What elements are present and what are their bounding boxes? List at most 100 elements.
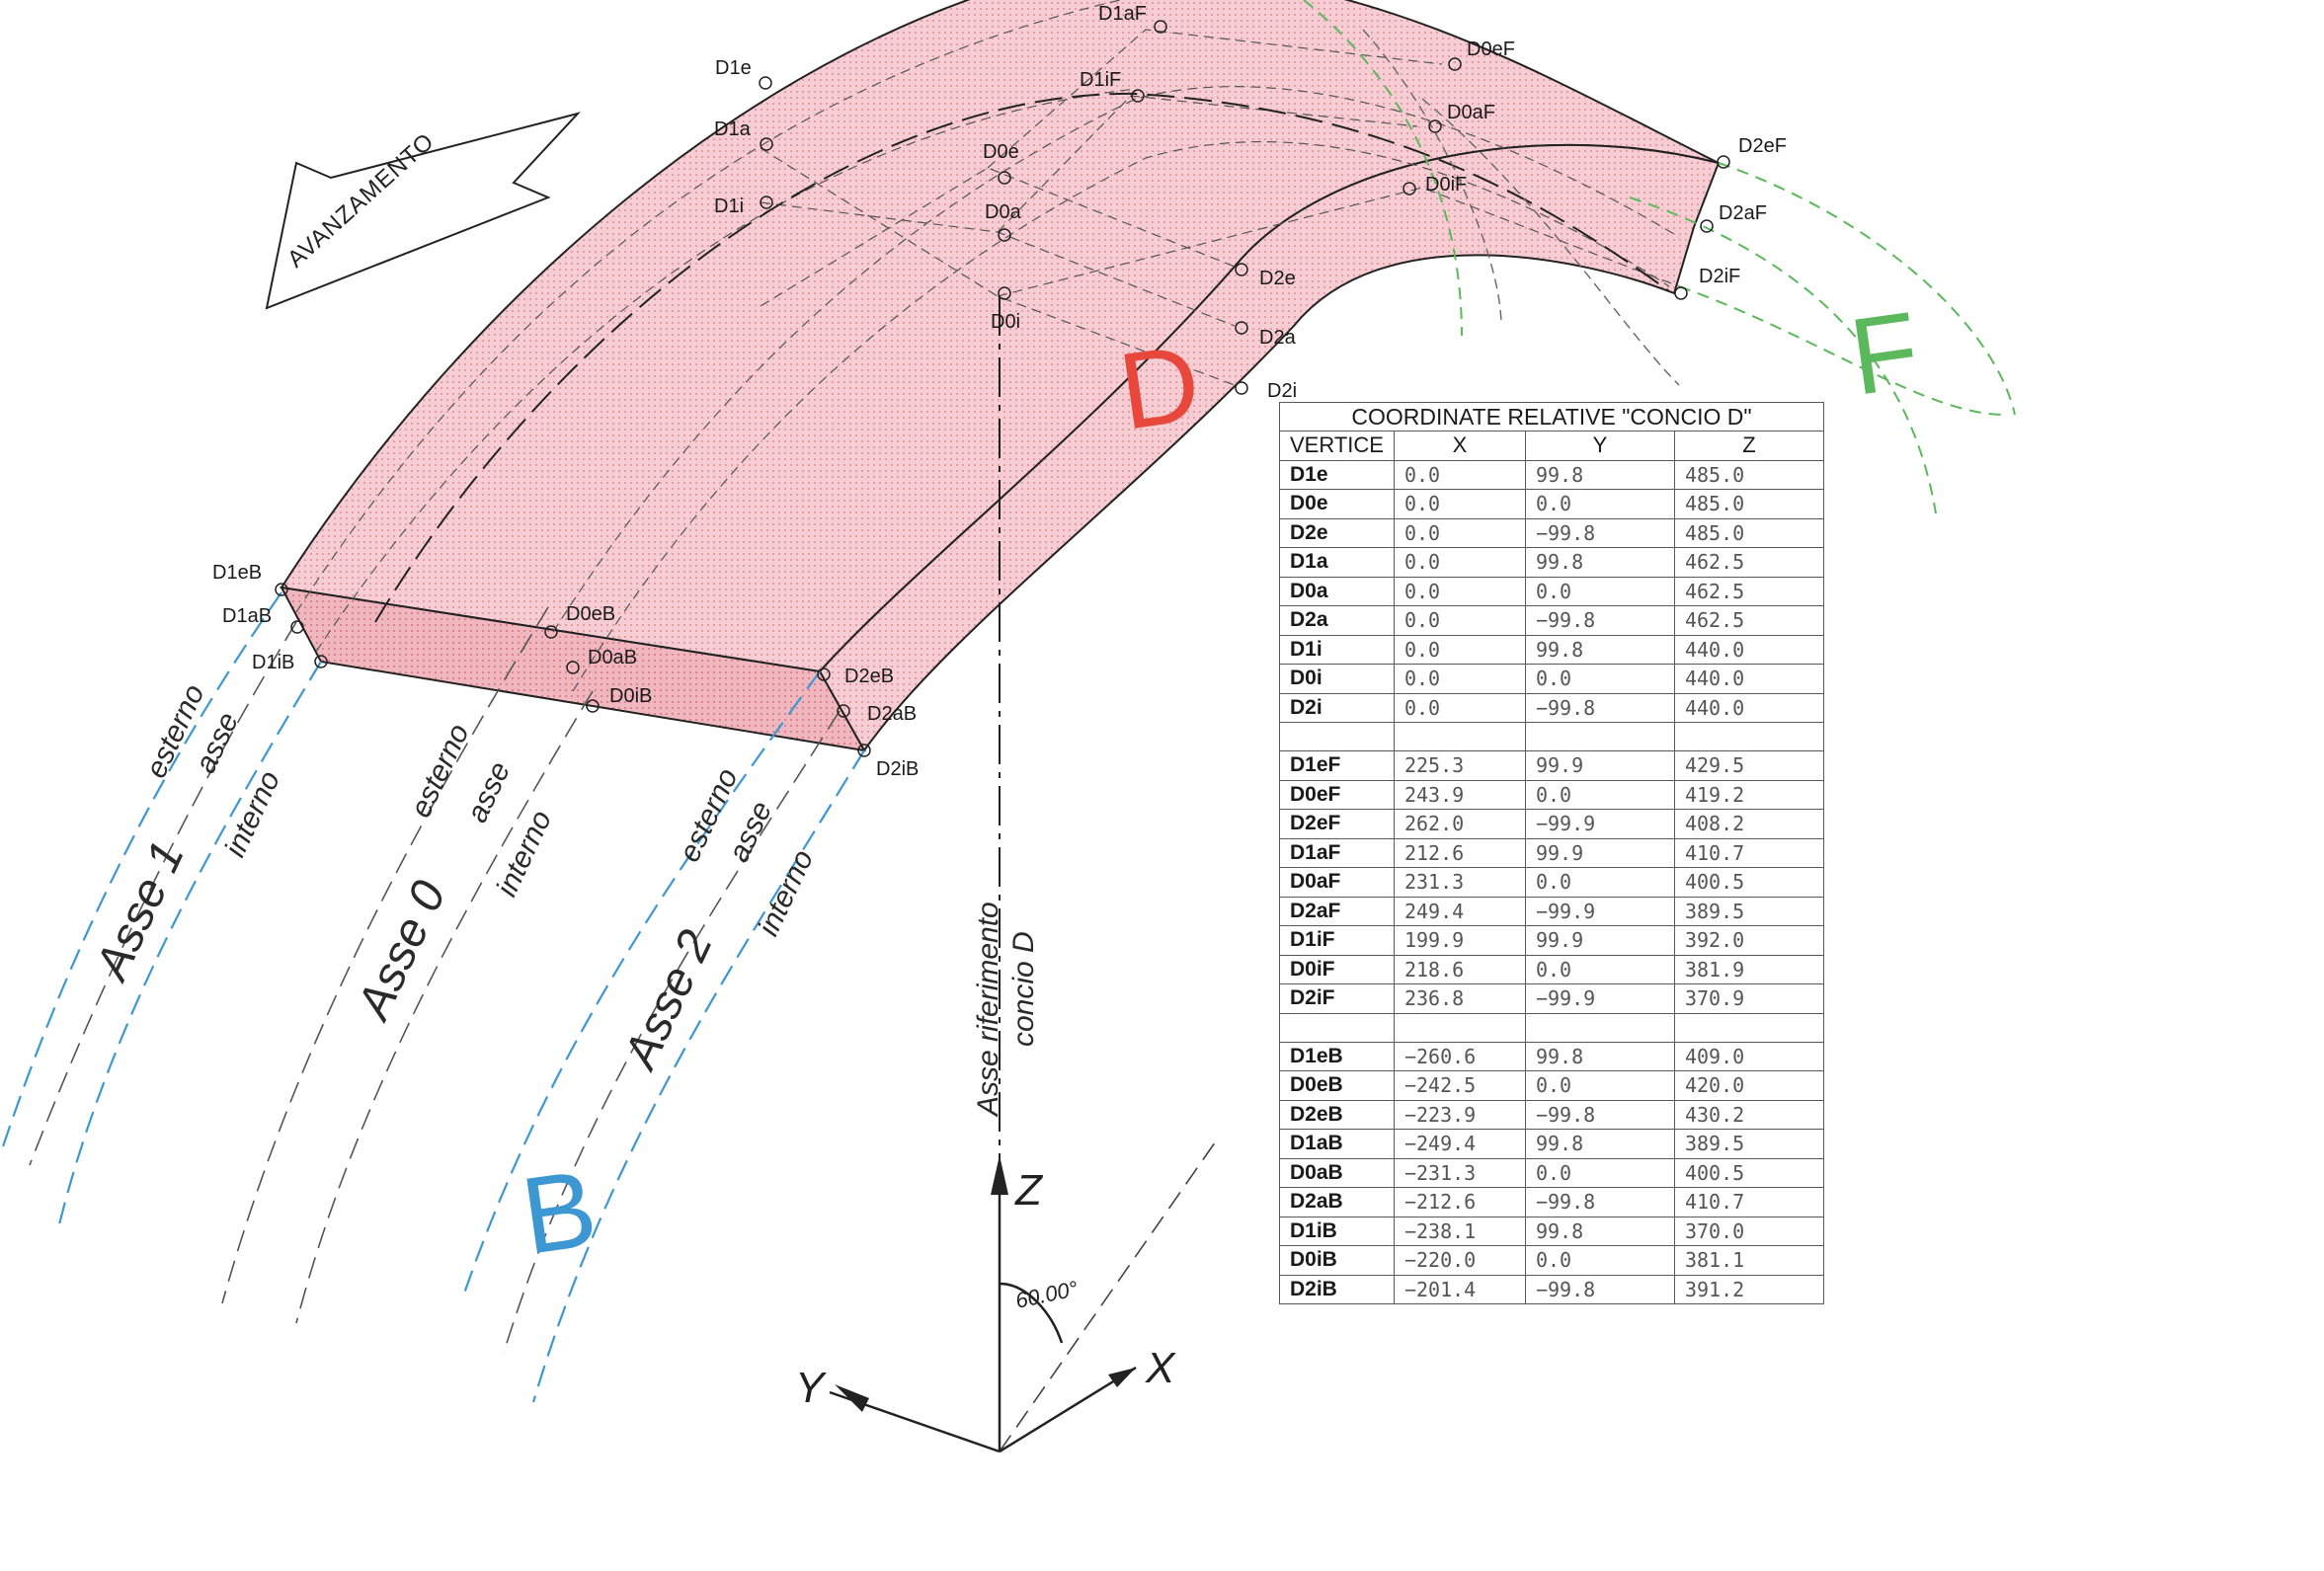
- vertex-cell: D1i: [1279, 634, 1395, 665]
- x-cell: 218.6: [1393, 954, 1526, 984]
- vertex-cell: D2iF: [1279, 983, 1395, 1014]
- point-label-d0ab: D0aB: [588, 647, 637, 668]
- x-cell: 0.0: [1393, 634, 1526, 665]
- y-cell: 0.0: [1524, 1245, 1675, 1276]
- point-label-d0if: D0iF: [1425, 174, 1467, 196]
- x-cell: 199.9: [1393, 925, 1526, 956]
- y-cell: 99.8: [1524, 1216, 1675, 1246]
- point-label-d0i: D0i: [991, 311, 1020, 333]
- segment-label-d: D: [1112, 322, 1207, 453]
- point-label-d1ab: D1aB: [222, 605, 272, 627]
- vertex-cell: D0a: [1279, 576, 1395, 606]
- vertex-cell: D0eF: [1279, 779, 1395, 810]
- y-cell: −99.8: [1524, 1099, 1675, 1130]
- axis-name-1: Asse 1: [85, 833, 195, 989]
- z-cell: 400.5: [1673, 1157, 1824, 1188]
- z-cell: 462.5: [1673, 576, 1824, 606]
- x-cell: 0.0: [1393, 489, 1526, 519]
- x-cell: 0.0: [1393, 664, 1526, 694]
- axis-inner-1: interno: [218, 766, 286, 862]
- x-cell: −231.3: [1393, 1157, 1526, 1188]
- y-cell: 0.0: [1524, 779, 1675, 810]
- coordinate-table: COORDINATE RELATIVE "CONCIO D" VERTICE X…: [1279, 402, 1824, 1304]
- y-cell: 0.0: [1524, 1070, 1675, 1101]
- point-label-d0eb: D0eB: [566, 603, 615, 625]
- point-label-d1if: D1iF: [1080, 69, 1121, 91]
- y-cell: 99.9: [1524, 925, 1675, 956]
- z-cell: 410.7: [1673, 1187, 1824, 1218]
- axis-name-2: Asse 2: [613, 922, 723, 1078]
- x-cell: −201.4: [1393, 1274, 1526, 1304]
- vertex-markers: [275, 20, 1730, 757]
- z-cell: 440.0: [1673, 664, 1824, 694]
- y-cell: 0.0: [1524, 1157, 1675, 1188]
- y-cell: 99.8: [1524, 459, 1675, 490]
- point-label-d2if: D2iF: [1699, 266, 1740, 287]
- axis-middle-2: asse: [722, 797, 778, 867]
- vertex-cell: D2eB: [1279, 1099, 1395, 1130]
- x-cell: 212.6: [1393, 837, 1526, 868]
- y-cell: 99.9: [1524, 837, 1675, 868]
- vertex-cell: D1a: [1279, 547, 1395, 578]
- table-spacer-row: [1279, 722, 1824, 751]
- x-cell: −212.6: [1393, 1187, 1526, 1218]
- z-cell: 389.5: [1673, 896, 1824, 926]
- z-cell: 420.0: [1673, 1070, 1824, 1101]
- table-header-y: Y: [1524, 431, 1675, 461]
- table-spacer-cell: [1673, 722, 1824, 751]
- point-label-d1af: D1aF: [1098, 3, 1147, 25]
- x-cell: 249.4: [1393, 896, 1526, 926]
- vertex-cell: D2aB: [1279, 1187, 1395, 1218]
- y-cell: 99.8: [1524, 1129, 1675, 1159]
- x-cell: 0.0: [1393, 605, 1526, 636]
- vertex-cell: D1e: [1279, 459, 1395, 490]
- axis-curves: [29, 606, 841, 1354]
- z-cell: 440.0: [1673, 634, 1824, 665]
- z-cell: 419.2: [1673, 779, 1824, 810]
- x-cell: 0.0: [1393, 576, 1526, 606]
- x-axis-label: X: [1145, 1344, 1176, 1392]
- axis-middle-0: asse: [460, 757, 517, 827]
- vertex-cell: D2eF: [1279, 809, 1395, 839]
- table-spacer-cell: [1393, 722, 1526, 751]
- vertex-cell: D0aB: [1279, 1157, 1395, 1188]
- point-label-d1e: D1e: [715, 57, 752, 79]
- y-axis-label: Y: [795, 1364, 827, 1412]
- point-label-d1i: D1i: [714, 196, 744, 217]
- advance-arrow[interactable]: [265, 112, 582, 310]
- z-cell: 429.5: [1673, 750, 1824, 781]
- z-cell: 485.0: [1673, 489, 1824, 519]
- x-cell: −242.5: [1393, 1070, 1526, 1101]
- table-spacer-cell: [1279, 1012, 1395, 1043]
- axis-label-group-1: Asse 1 esterno asse interno: [85, 679, 286, 989]
- y-cell: 99.9: [1524, 750, 1675, 781]
- point-label-d2ef: D2eF: [1738, 135, 1787, 157]
- axis-name-0: Asse 0: [347, 873, 456, 1029]
- y-cell: 99.8: [1524, 1041, 1675, 1071]
- x-cell: 225.3: [1393, 750, 1526, 781]
- point-label-d2e: D2e: [1259, 268, 1296, 289]
- axis-inner-2: interno: [752, 845, 820, 941]
- point-label-d0a: D0a: [985, 201, 1022, 223]
- z-cell: 391.2: [1673, 1274, 1824, 1304]
- segment-side-face: [818, 143, 1721, 752]
- x-cell: −238.1: [1393, 1216, 1526, 1246]
- z-cell: 381.9: [1673, 954, 1824, 984]
- point-label-d2a: D2a: [1259, 327, 1297, 349]
- y-cell: 0.0: [1524, 664, 1675, 694]
- vertex-cell: D2e: [1279, 517, 1395, 548]
- z-arrowhead: [991, 1155, 1008, 1195]
- z-cell: 462.5: [1673, 547, 1824, 578]
- z-cell: 381.1: [1673, 1245, 1824, 1276]
